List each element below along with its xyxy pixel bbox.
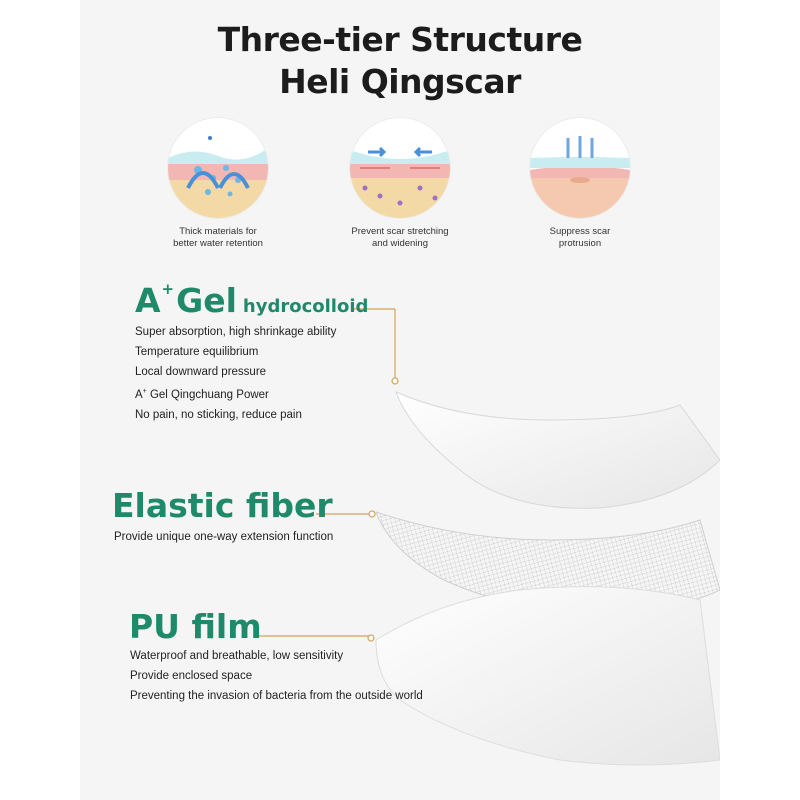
scar-pressure-skin-illustration-icon: [530, 118, 630, 218]
fiber-layer-title: Elastic fiber: [112, 486, 333, 525]
page-title: Three-tier Structure: [217, 20, 583, 59]
product-infographic: Three-tier Structure Heli Qingscar Thick…: [80, 0, 720, 800]
feature-suppress-protrusion: Suppress scar protrusion: [500, 118, 660, 250]
list-item: Provide enclosed space: [130, 670, 253, 682]
scar-stretch-skin-illustration-icon: [350, 118, 450, 218]
page-subtitle: Heli Qingscar: [279, 62, 521, 101]
pu-sheet: [375, 586, 720, 766]
list-item: Super absorption, high shrinkage ability: [135, 326, 337, 338]
list-item: Local downward pressure: [135, 366, 267, 378]
list-item: Preventing the invasion of bacteria from…: [130, 690, 423, 702]
list-item: A+ Gel Qingchuang Power: [135, 388, 269, 401]
water-retention-skin-illustration-icon: [168, 118, 268, 218]
gel-sheet: [395, 391, 720, 509]
feature-caption: Thick materials for better water retenti…: [173, 226, 263, 249]
list-item: No pain, no sticking, reduce pain: [135, 409, 302, 421]
pu-layer-title: PU film: [129, 607, 262, 646]
feature-water-retention: Thick materials for better water retenti…: [138, 118, 298, 250]
dressing-layers-illustration: [375, 391, 720, 766]
feature-caption: Suppress scar protrusion: [549, 226, 611, 249]
gel-layer-features: Super absorption, high shrinkage ability…: [135, 322, 336, 425]
feature-prevent-stretching: Prevent scar stretching and widening: [320, 118, 480, 250]
list-item: Provide unique one-way extension functio…: [114, 531, 334, 543]
feature-caption: Prevent scar stretching and widening: [351, 226, 449, 249]
list-item: Waterproof and breathable, low sensitivi…: [130, 650, 344, 662]
fiber-layer-features: Provide unique one-way extension functio…: [114, 527, 333, 547]
pu-layer-features: Waterproof and breathable, low sensitivi…: [130, 646, 423, 706]
list-item: Temperature equilibrium: [135, 346, 259, 358]
